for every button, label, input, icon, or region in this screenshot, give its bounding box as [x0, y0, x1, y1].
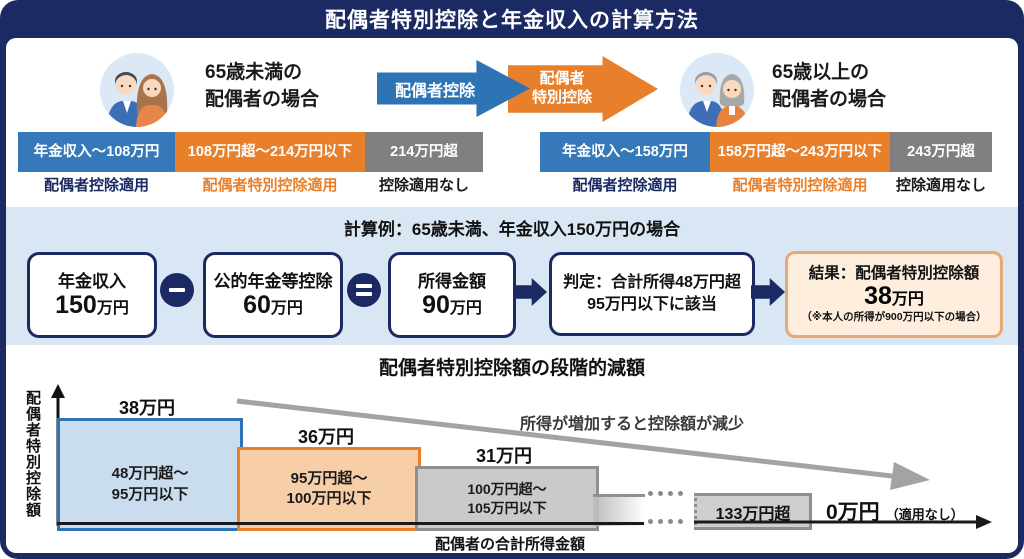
- pension-income-number: 150: [55, 290, 97, 319]
- income-amount-amount: 90万円: [422, 290, 482, 320]
- result-note: （※本人の所得が900万円以下の場合）: [801, 311, 987, 324]
- group-left-heading-line2: 配偶者の場合: [205, 88, 320, 110]
- zero-note: （適用なし）: [885, 507, 964, 522]
- range-label-left-special: 配偶者特別控除適用: [202, 177, 338, 194]
- result-number: 38: [864, 282, 892, 311]
- public-pension-deduction-amount: 60万円: [243, 290, 303, 320]
- bar-fade: [593, 494, 645, 526]
- range-cell-left-over: 214万円超: [365, 132, 483, 172]
- equals-icon: [347, 273, 381, 307]
- special-spousal-deduction-arrow-line2: 特別控除: [531, 89, 592, 106]
- group-right-heading: 65歳以上の 配偶者の場合: [772, 60, 886, 113]
- pension-income-label: 年金収入: [58, 271, 126, 291]
- chart-y-axis-label: 配偶者特別控除額: [24, 390, 41, 518]
- public-pension-deduction-number: 60: [243, 290, 271, 319]
- ellipsis-dots-mid: [648, 491, 683, 496]
- income-amount-label: 所得金額: [418, 271, 486, 291]
- group-left-heading: 65歳未満の 配偶者の場合: [205, 60, 319, 113]
- judgement-box: 判定：合計所得48万円超 95万円以下に該当: [549, 252, 755, 336]
- result-unit: 万円: [891, 291, 924, 309]
- range-cell-left-pension: 年金収入～108万円: [18, 132, 175, 172]
- bar1-value: 38万円: [118, 398, 176, 418]
- pension-income-amount: 150万円: [55, 290, 129, 320]
- bar2-value: 36万円: [297, 427, 355, 447]
- result-box: 結果：配偶者特別控除額 38万円 （※本人の所得が900万円以下の場合）: [785, 251, 1003, 338]
- bar3-range-line2: 105万円以下: [467, 499, 547, 516]
- chart-annotation: 所得が増加すると控除額が減少: [520, 416, 745, 433]
- judgement-line1: 判定：合計所得48万円超: [563, 274, 741, 292]
- income-amount-number: 90: [422, 290, 450, 319]
- income-amount-unit: 万円: [449, 299, 482, 317]
- bar1-range-line1: 48万円超～: [111, 465, 189, 483]
- pension-income-unit: 万円: [96, 299, 129, 317]
- result-title: 結果：配偶者特別控除額: [808, 265, 980, 283]
- chart-x-axis-label: 配偶者の合計所得金額: [434, 536, 585, 553]
- income-amount-box: 所得金額 90万円: [388, 252, 516, 338]
- young-couple-icon: [100, 53, 174, 127]
- range-cell-left-special: 108万円超～214万円以下: [175, 132, 365, 172]
- last-range-box: 133万円超: [694, 493, 812, 530]
- page-title: 配偶者特別控除と年金収入の計算方法: [325, 9, 699, 32]
- bar2: 95万円超～ 100万円以下: [237, 447, 421, 531]
- range-label-left-deduction: 配偶者控除適用: [43, 177, 149, 194]
- spousal-deduction-arrow-label: 配偶者控除: [394, 82, 475, 100]
- pension-income-box: 年金収入 150万円: [27, 252, 157, 338]
- judgement-line2: 95万円以下に該当: [587, 296, 717, 313]
- range-label-left-none: 控除適用なし: [378, 177, 469, 194]
- bar1: 48万円超～ 95万円以下: [57, 418, 243, 531]
- public-pension-deduction-label: 公的年金等控除: [213, 271, 333, 291]
- decline-arrow-icon: [236, 398, 930, 490]
- range-label-right-special: 配偶者特別控除適用: [732, 177, 868, 194]
- elderly-couple-icon: [680, 53, 754, 127]
- minus-icon: [160, 273, 194, 307]
- bar2-range-line2: 100万円以下: [286, 490, 372, 507]
- range-cell-right-special: 158万円超～243万円以下: [710, 132, 890, 172]
- ellipsis-dots-baseline: [648, 519, 683, 524]
- range-cell-right-over: 243万円超: [890, 132, 992, 172]
- range-label-right-none: 控除適用なし: [895, 177, 986, 194]
- x-axis-segment: [57, 522, 644, 525]
- group-right-heading-line2: 配偶者の場合: [772, 88, 887, 110]
- result-amount: 38万円: [864, 282, 924, 311]
- bar3-value: 31万円: [475, 446, 533, 466]
- zero-value: 0万円: [826, 501, 880, 524]
- range-cell-right-pension: 年金収入～158万円: [540, 132, 710, 172]
- special-spousal-deduction-arrow-line1: 配偶者: [539, 70, 585, 88]
- chart-title: 配偶者特別控除額の段階的減額: [378, 358, 645, 379]
- range-label-right-deduction: 配偶者控除適用: [572, 177, 678, 194]
- bar1-range: 48万円超～ 95万円以下: [112, 464, 189, 505]
- zero-deduction: 0万円 （適用なし）: [826, 496, 964, 526]
- public-pension-deduction-unit: 万円: [270, 299, 303, 317]
- bar3-range-line1: 100万円超～: [467, 480, 547, 497]
- bar1-range-line2: 95万円以下: [111, 485, 189, 503]
- public-pension-deduction-box: 公的年金等控除 60万円: [203, 252, 343, 338]
- calculation-title: 計算例：65歳未満、年金収入150万円の場合: [343, 220, 681, 239]
- bar2-range: 95万円超～ 100万円以下: [286, 469, 371, 510]
- bar2-range-line1: 95万円超～: [290, 469, 368, 487]
- x-axis-arrow-icon: [694, 515, 992, 529]
- group-left-heading-line1: 65歳未満の: [205, 62, 303, 83]
- group-right-heading-line1: 65歳以上の: [772, 62, 870, 83]
- bar3-range: 100万円超～ 105万円以下: [467, 480, 546, 518]
